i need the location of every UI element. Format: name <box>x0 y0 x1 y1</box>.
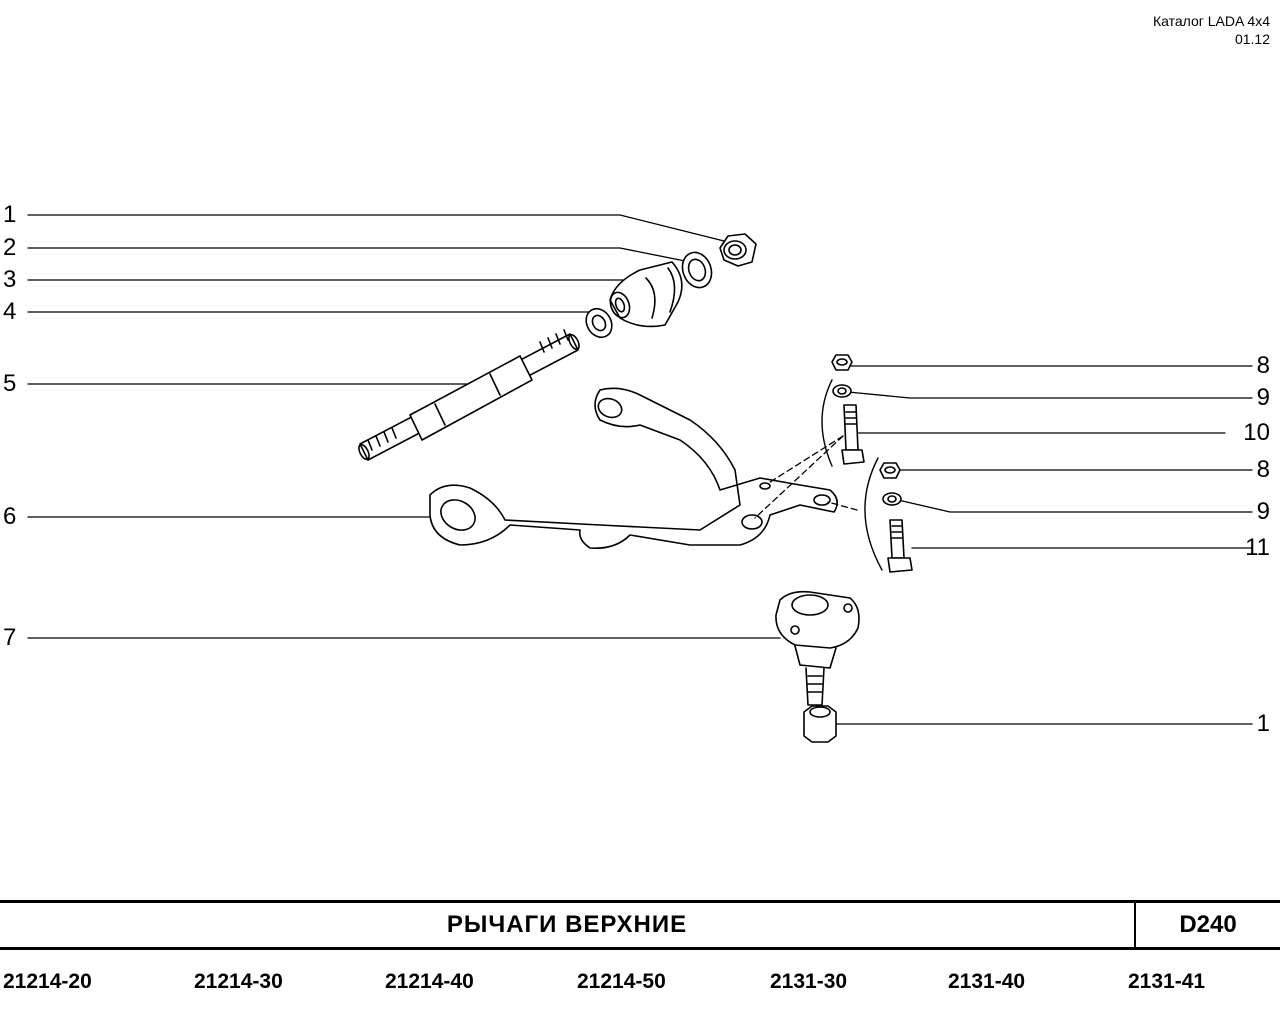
model-item: 2131-30 <box>770 970 848 993</box>
bolt-part-11 <box>887 519 913 573</box>
washer-part-9-upper <box>832 384 852 398</box>
callout-3: 3 <box>3 266 17 293</box>
model-item: 2131-40 <box>948 970 1026 993</box>
model-list: 21214-20 21214-30 21214-40 21214-50 2131… <box>0 970 1280 1000</box>
callout-10: 10 <box>1243 419 1270 446</box>
washer-part-9-lower <box>882 492 902 506</box>
bolt-part-10 <box>841 404 865 465</box>
catalog-date: 01.12 <box>1234 31 1270 47</box>
assembly-dashed-lines <box>754 435 858 519</box>
bushing-part-3 <box>609 261 683 328</box>
nut-part-8-lower <box>879 462 901 479</box>
model-item: 2131-41 <box>1128 970 1206 993</box>
callout-11: 11 <box>1245 534 1270 561</box>
model-item: 21214-30 <box>194 970 283 993</box>
catalog-header: Каталог LADA 4x4 01.12 <box>1153 12 1270 48</box>
model-item: 21214-20 <box>3 970 92 993</box>
callout-2: 2 <box>3 234 17 261</box>
model-item: 21214-50 <box>577 970 666 993</box>
callout-1: 1 <box>3 201 17 228</box>
upper-arms-diagram <box>27 214 1253 743</box>
callout-8-upper: 8 <box>1256 352 1270 379</box>
leader-lines-right <box>834 365 1253 725</box>
callout-1-lower: 1 <box>1256 710 1270 737</box>
title-block: РЫЧАГИ ВЕРХНИЕ D240 <box>0 900 1280 950</box>
callout-7: 7 <box>3 624 17 651</box>
catalog-name: Каталог LADA 4x4 <box>1152 13 1270 29</box>
callout-5: 5 <box>3 370 17 397</box>
model-item: 21214-40 <box>385 970 474 993</box>
nut-part-8-upper <box>831 354 853 371</box>
nut-part-1 <box>719 233 757 267</box>
shaft-part-5 <box>358 329 580 461</box>
leader-lines-left <box>27 214 781 639</box>
bracket-curves <box>821 379 883 571</box>
section-title: РЫЧАГИ ВЕРХНИЕ <box>0 903 1136 947</box>
ball-joint-part-7 <box>775 590 860 706</box>
callout-9-lower: 9 <box>1256 498 1270 525</box>
callout-4: 4 <box>3 298 17 325</box>
upper-arm-part-6 <box>429 387 838 550</box>
callout-6: 6 <box>3 503 17 530</box>
nut-part-1-lower <box>803 705 837 743</box>
section-code: D240 <box>1179 911 1237 938</box>
callout-8-lower: 8 <box>1256 456 1270 483</box>
washer-part-4 <box>585 307 613 339</box>
washer-part-2 <box>681 251 713 289</box>
callout-9-upper: 9 <box>1256 384 1270 411</box>
